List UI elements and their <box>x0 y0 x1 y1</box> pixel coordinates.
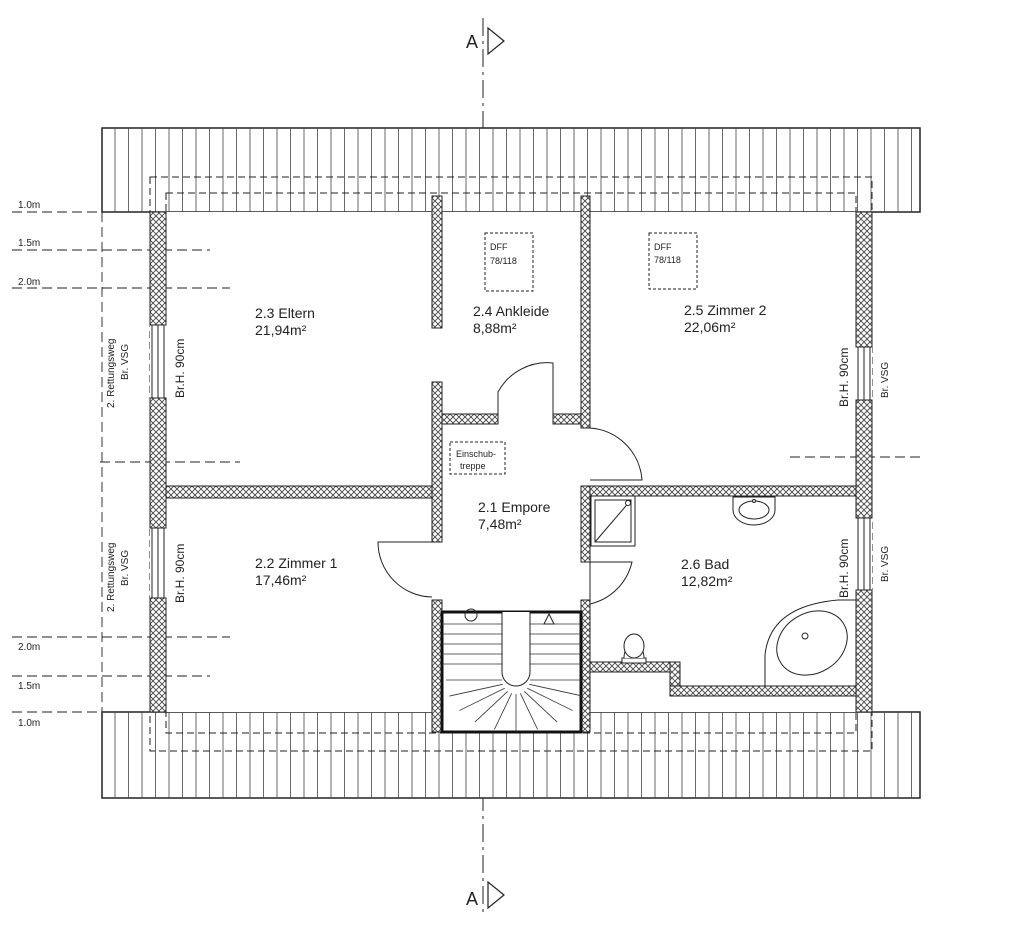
level-label-2-0-bottom: 2.0m <box>18 642 40 653</box>
room-ankleide-area: 8,88m² <box>473 320 517 336</box>
room-bad-area: 12,82m² <box>681 573 733 589</box>
roof-top <box>101 127 921 213</box>
level-lines <box>12 211 920 713</box>
door-ankleide <box>497 362 554 414</box>
skylights: DFF 78/118 DFF 78/118 <box>484 232 698 292</box>
window-height-right-lower: Br.H. 90cm <box>837 539 851 598</box>
window-height-left-lower: Br.H. 90cm <box>173 544 187 603</box>
doors <box>377 362 643 605</box>
room-eltern-area: 21,94m² <box>255 322 307 338</box>
wall-right-2 <box>855 399 873 519</box>
bathtub-icon <box>764 599 857 687</box>
hatch-label-1: Einschub- <box>456 449 496 459</box>
wall-bad-left <box>580 485 591 563</box>
wall-right-1 <box>855 211 873 348</box>
room-bad-name: 2.6 Bad <box>681 556 729 572</box>
attic-hatch: Einschub- treppe <box>449 441 506 475</box>
skylight-zimmer2 <box>648 232 698 290</box>
window-height-left-upper: Br.H. 90cm <box>173 339 187 398</box>
room-eltern-name: 2.3 Eltern <box>255 305 315 321</box>
wall-left-1 <box>149 211 167 326</box>
walls <box>149 195 873 733</box>
room-labels: 2.3 Eltern 21,94m² 2.4 Ankleide 8,88m² 2… <box>255 302 767 589</box>
wall-right-3 <box>855 589 873 713</box>
room-zimmer1-name: 2.2 Zimmer 1 <box>255 555 338 571</box>
level-labels: 1.0m 1.5m 2.0m 2.0m 1.5m 1.0m <box>18 200 40 729</box>
room-ankleide-name: 2.4 Ankleide <box>473 303 549 319</box>
door-bad <box>589 561 633 605</box>
wall-eltern-zimmer1 <box>165 485 433 499</box>
door-zimmer1 <box>377 541 433 598</box>
escape-route-lower-2: Br. VSG <box>120 550 131 586</box>
wall-left-2 <box>149 397 167 529</box>
windows <box>151 324 871 599</box>
skylight-zimmer2-type: DFF <box>654 242 672 252</box>
level-label-1-5-top: 1.5m <box>18 238 40 249</box>
section-label-top: A <box>466 32 478 52</box>
level-label-1-5-bottom: 1.5m <box>18 681 40 692</box>
escape-route-upper-2: Br. VSG <box>120 344 131 380</box>
wall-ankleide-bottom-left <box>441 413 499 425</box>
door-zimmer2 <box>589 427 643 481</box>
room-zimmer2-area: 22,06m² <box>684 319 736 335</box>
room-empore-name: 2.1 Empore <box>478 499 551 515</box>
toilet-icon <box>621 633 647 664</box>
skylight-ankleide-type: DFF <box>490 242 508 252</box>
wall-ankleide-bottom-right <box>552 413 582 425</box>
escape-route-lower-1: 2. Rettungsweg <box>106 543 117 613</box>
level-label-1-0-bottom: 1.0m <box>18 718 40 729</box>
staircase <box>440 608 586 734</box>
wall-empore-left <box>431 381 443 543</box>
skylight-zimmer2-size: 78/118 <box>654 255 681 265</box>
wall-bad-top <box>580 485 857 497</box>
wall-left-3 <box>149 597 167 713</box>
room-zimmer1-area: 17,46m² <box>255 572 307 588</box>
wall-eltern-ankleide <box>431 195 443 329</box>
bathroom-fixtures <box>590 495 857 687</box>
warning-icon <box>543 612 555 625</box>
skylight-ankleide-size: 78/118 <box>490 256 517 266</box>
level-label-1-0-top: 1.0m <box>18 200 40 211</box>
room-zimmer2-name: 2.5 Zimmer 2 <box>684 302 767 318</box>
window-annotations: Br.H. 90cm Br.H. 90cm Br.H. 90cm Br.H. 9… <box>106 339 891 613</box>
skylight-ankleide <box>484 232 534 292</box>
glass-label-right-lower: Br. VSG <box>880 546 891 582</box>
section-label-bottom: A <box>466 889 478 909</box>
wall-bad-bottom <box>669 685 857 697</box>
level-label-2-0-top: 2.0m <box>18 277 40 288</box>
hatch-label-2: treppe <box>460 461 486 471</box>
room-empore-area: 7,48m² <box>478 516 522 532</box>
stair-start-icon <box>464 608 478 622</box>
escape-route-upper-1: 2. Rettungsweg <box>106 339 117 409</box>
glass-label-right-upper: Br. VSG <box>880 362 891 398</box>
sink-icon <box>732 496 776 526</box>
window-height-right-upper: Br.H. 90cm <box>837 348 851 407</box>
wall-ankleide-zimmer2 <box>580 195 591 429</box>
shower-icon <box>590 495 636 547</box>
